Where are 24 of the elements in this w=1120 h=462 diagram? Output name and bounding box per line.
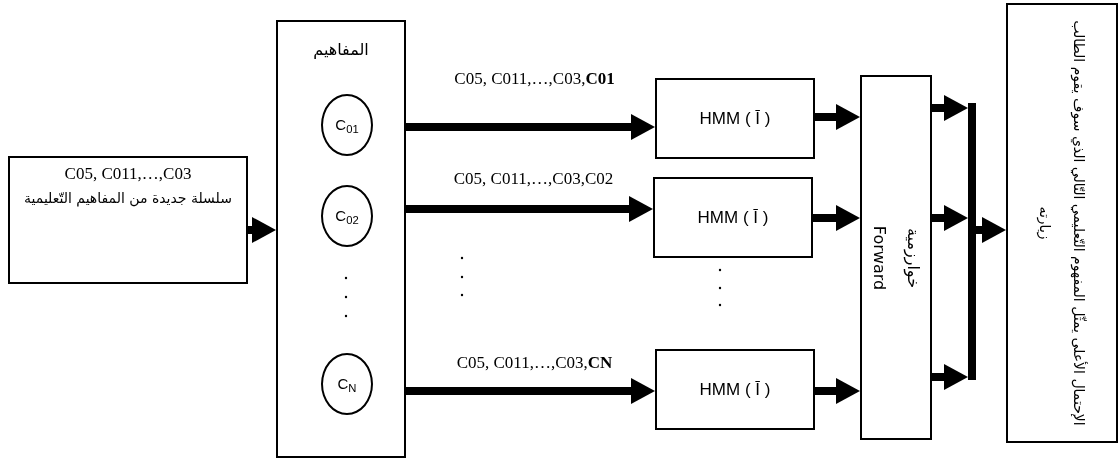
model-box [655,349,815,430]
panel-title: المفاهيم [312,39,370,61]
concept-label: C$_{01}$ [335,114,359,137]
arrow [248,217,276,243]
algorithm-box [860,75,932,440]
result-box [1006,3,1118,443]
result-text: الإحتمال الأعلى يمثّل المفهوم التّعليمي التّالي الذي سوف يقوم الطالب زيارته [1036,19,1089,428]
concepts-panel [276,20,406,458]
concept-circle [321,185,373,247]
concept-circle [321,94,373,156]
algorithm-name: خوارزمية [902,227,924,288]
model-box [655,78,815,159]
model-label: HMM ( Ī ) [697,206,769,229]
model-box [653,177,813,258]
junction-bar [968,103,976,380]
input-box [8,156,248,284]
concept-label: C$_{N}$ [337,373,357,396]
model-label: HMM ( Ī ) [699,107,771,130]
concept-label: C$_{02}$ [335,205,359,228]
description-text: سلسلة جديدة من المفاهيم التّعليمية [24,189,232,209]
sequence-text: C05, C011,…,C03 [64,163,192,185]
algorithm-name: Forward [869,225,890,290]
model-label: HMM ( Ī ) [699,378,771,401]
concept-circle [321,353,373,415]
